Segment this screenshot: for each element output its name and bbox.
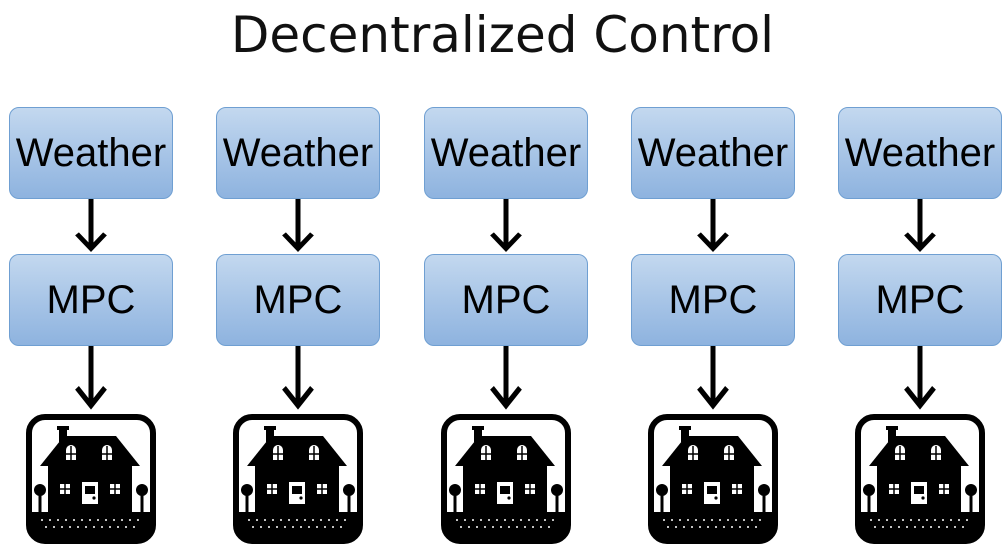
arrow-down-icon xyxy=(691,199,735,254)
weather-box: Weather xyxy=(9,107,173,199)
mpc-box: MPC xyxy=(631,254,795,346)
house-icon xyxy=(233,414,363,544)
house-icon xyxy=(648,414,778,544)
mpc-box: MPC xyxy=(424,254,588,346)
arrow-down-icon xyxy=(69,346,113,412)
arrow-down-icon xyxy=(691,346,735,412)
house-icon xyxy=(441,414,571,544)
arrow-down-icon xyxy=(276,199,320,254)
diagram-title: Decentralized Control xyxy=(230,6,775,64)
controller-column-4: Weather MPC xyxy=(629,0,799,548)
controller-column-5: Weather MPC xyxy=(836,0,1005,548)
arrow-down-icon xyxy=(276,346,320,412)
weather-box: Weather xyxy=(216,107,380,199)
house-icon xyxy=(855,414,985,544)
controller-column-1: Weather MPC xyxy=(7,0,177,548)
arrow-down-icon xyxy=(898,199,942,254)
arrow-down-icon xyxy=(898,346,942,412)
weather-box: Weather xyxy=(631,107,795,199)
weather-box: Weather xyxy=(424,107,588,199)
arrow-down-icon xyxy=(484,199,528,254)
controller-column-2: Weather MPC xyxy=(214,0,384,548)
arrow-down-icon xyxy=(484,346,528,412)
arrow-down-icon xyxy=(69,199,113,254)
mpc-box: MPC xyxy=(838,254,1002,346)
mpc-box: MPC xyxy=(216,254,380,346)
weather-box: Weather xyxy=(838,107,1002,199)
mpc-box: MPC xyxy=(9,254,173,346)
controller-column-3: Weather MPC xyxy=(422,0,592,548)
house-icon xyxy=(26,414,156,544)
